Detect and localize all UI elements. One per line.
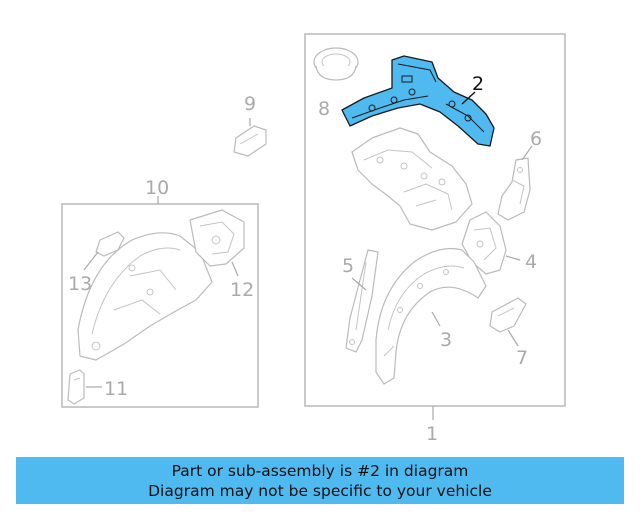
part-8-seal[interactable] [313, 47, 359, 81]
leader-3 [431, 311, 441, 327]
callout-11: 11 [104, 378, 128, 400]
part-12-bracket[interactable] [189, 209, 245, 267]
callout-1: 1 [426, 423, 438, 445]
callout-13: 13 [68, 273, 92, 295]
assembly-1-frame [304, 33, 566, 407]
assembly-10-frame [61, 203, 259, 408]
leader-2 [461, 91, 476, 105]
leader-7 [507, 329, 519, 347]
banner-line-1: Part or sub-assembly is #2 in diagram [171, 461, 469, 480]
leader-12 [231, 261, 239, 277]
banner-line-2: Diagram may not be specific to your vehi… [148, 481, 492, 500]
info-banner: Part or sub-assembly is #2 in diagram Di… [16, 457, 624, 504]
part-11-clip[interactable] [67, 369, 85, 405]
leader-6 [521, 145, 533, 161]
callout-8: 8 [318, 98, 330, 120]
part-4-bracket[interactable] [461, 211, 507, 275]
part-1-inner-panel[interactable] [351, 127, 473, 231]
callout-10: 10 [145, 177, 169, 199]
part-9-clip[interactable] [233, 125, 267, 157]
callout-9: 9 [244, 93, 256, 115]
callout-7: 7 [516, 347, 528, 369]
parts-diagram: 1 2 3 4 5 6 7 8 9 10 11 12 13 [61, 33, 566, 445]
callout-4: 4 [525, 251, 537, 273]
part-7-bracket[interactable] [489, 297, 527, 333]
callout-12: 12 [230, 279, 254, 301]
part-3-wheelhouse[interactable] [375, 247, 487, 385]
part-2-reinforcement[interactable] [341, 55, 495, 147]
callout-5: 5 [342, 255, 354, 277]
leader-5 [351, 277, 367, 291]
leader-4 [505, 255, 521, 261]
part-5-pillar[interactable] [345, 249, 379, 353]
callout-3: 3 [440, 329, 452, 351]
part-6-bracket[interactable] [497, 157, 531, 221]
part-10-wheelhouse-outer[interactable] [77, 232, 213, 361]
leader-13 [83, 251, 99, 271]
callout-2[interactable]: 2 [472, 73, 484, 95]
callout-6: 6 [530, 128, 542, 150]
part-13-clip[interactable] [95, 231, 125, 257]
